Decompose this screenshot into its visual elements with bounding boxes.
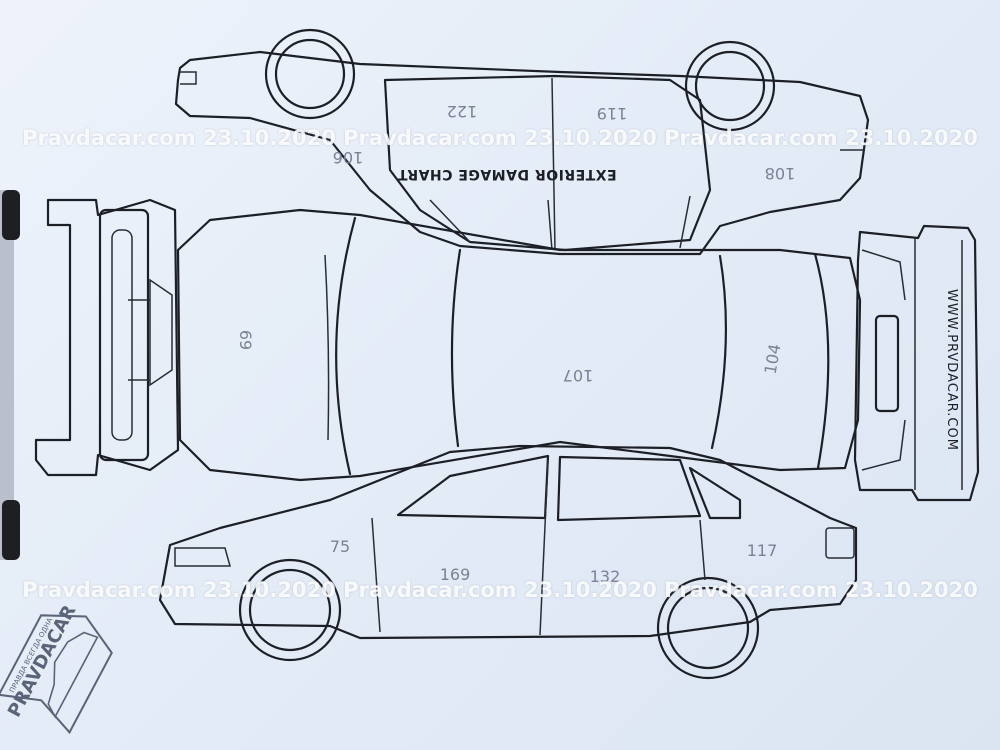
- car-right-side-view: [158, 444, 858, 680]
- car-stamp-icon: [47, 631, 99, 719]
- watermark-bottom: Pravdacar.com 23.10.2020 Pravdacar.com 2…: [22, 578, 978, 602]
- reading-roof: 107: [563, 366, 594, 385]
- reading-left-roof-rear: 119: [597, 104, 628, 123]
- reading-right-rear-fender: 117: [747, 541, 778, 560]
- wheel-icon: [656, 576, 760, 680]
- reading-left-roof-front: 122: [447, 102, 478, 121]
- clipboard-bar: [0, 190, 20, 560]
- car-front-view: [34, 198, 180, 477]
- reading-left-rear-fender: 108: [765, 164, 796, 183]
- reading-left-front-fender: 106: [333, 148, 364, 167]
- car-rear-view: [853, 224, 980, 502]
- car-top-view: [176, 208, 862, 482]
- wheel-icon: [264, 28, 356, 120]
- wheel-icon: [238, 558, 342, 662]
- wheel-icon: [684, 40, 776, 132]
- reading-trunk: 104: [761, 342, 785, 375]
- watermark-top: Pravdacar.com 23.10.2020 Pravdacar.com 2…: [22, 126, 978, 150]
- chart-title: EXTERIOR DAMAGE CHART: [397, 166, 616, 182]
- site-label: WWW.PRVDACAR.COM: [944, 289, 959, 451]
- reading-hood: 69: [236, 330, 255, 350]
- reading-right-rear-door: 132: [590, 567, 621, 586]
- car-left-side-view: [174, 28, 870, 256]
- reading-right-front-door: 169: [440, 565, 471, 584]
- pravdacar-stamp: PRAVDACAR ПРАВДА ВСЕГДА ОДНА: [0, 602, 113, 735]
- reading-right-front-fender: 75: [330, 537, 350, 556]
